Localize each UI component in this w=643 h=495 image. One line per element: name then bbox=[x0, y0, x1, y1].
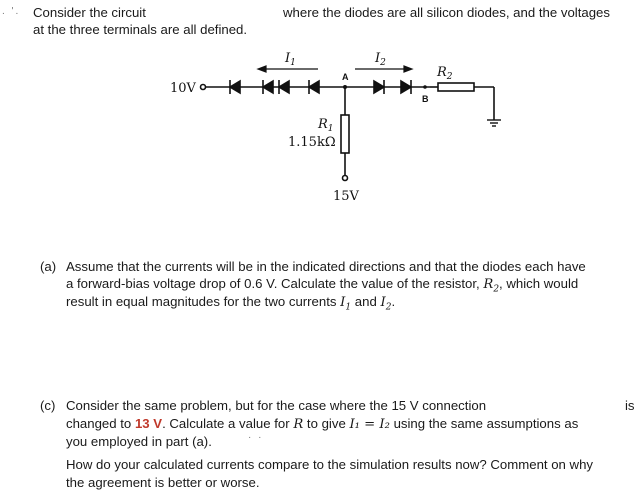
left-diode-string bbox=[228, 79, 320, 95]
resistor-r1 bbox=[340, 114, 350, 154]
diode-left-4 bbox=[307, 79, 320, 95]
current-i1-label: I1 bbox=[284, 51, 296, 68]
intro-line-1-right: where the diodes are all silicon diodes,… bbox=[283, 5, 610, 20]
part-a-line-1: Assume that the currents will be in the … bbox=[66, 259, 586, 274]
part-c-line-1: Consider the same problem, but for the c… bbox=[66, 398, 487, 413]
part-c-line-4: How do your calculated currents compare … bbox=[66, 457, 594, 472]
part-a-marker: (a) bbox=[40, 259, 57, 274]
var-r2: R2 bbox=[483, 277, 500, 295]
intro-line-1-left: Consider the circuit bbox=[33, 5, 146, 20]
var-i1: I1 bbox=[340, 295, 352, 313]
part-a-line-2: a forward-bias voltage drop of 0.6 V. Ca… bbox=[66, 276, 579, 295]
part-a-line-3: result in equal magnitudes for the two c… bbox=[66, 294, 396, 313]
diode-left-2 bbox=[261, 79, 274, 95]
stray-marks: . '. bbox=[2, 6, 21, 17]
node-b-label: B bbox=[422, 94, 429, 104]
part-c-line-2: changed to 13 V. Calculate a value for R… bbox=[66, 416, 579, 432]
source-voltage-label: 10V bbox=[170, 81, 197, 96]
bottom-voltage-label: 15V bbox=[333, 189, 360, 204]
resistor-r1-label: R1 bbox=[317, 117, 334, 134]
right-diode-string bbox=[373, 79, 413, 95]
node-a-label: A bbox=[342, 72, 349, 82]
highlighted-voltage: 13 V bbox=[134, 416, 163, 431]
source-terminal bbox=[199, 83, 207, 91]
intro-line-2: at the three terminals are all defined. bbox=[33, 22, 248, 37]
current-i2-label: I2 bbox=[374, 51, 386, 68]
part-c-marker: (c) bbox=[40, 398, 56, 413]
equation-i1-equals-i2: I₁ = I₂ bbox=[349, 417, 390, 432]
ground-icon bbox=[487, 119, 501, 127]
resistor-r1-value: 1.15kΩ bbox=[288, 135, 336, 150]
var-i2: I2 bbox=[380, 295, 392, 313]
diode-right-2 bbox=[400, 79, 413, 95]
diode-right-1 bbox=[373, 79, 386, 95]
circuit-diagram: 10V A B I1 I2 R1 1.15kΩ R2 15V bbox=[170, 51, 501, 204]
current-arrow-i2 bbox=[355, 65, 414, 73]
current-arrow-i1 bbox=[256, 65, 318, 73]
node-b-dot bbox=[423, 85, 427, 89]
bottom-terminal bbox=[341, 174, 349, 182]
resistor-r2 bbox=[437, 82, 475, 92]
var-r: R bbox=[293, 417, 304, 432]
part-c-line-3: you employed in part (a). bbox=[66, 434, 212, 449]
diode-left-3 bbox=[277, 79, 290, 95]
resistor-r2-label: R2 bbox=[436, 65, 453, 82]
diode-left-1 bbox=[228, 79, 241, 95]
part-c-line-1-end: is bbox=[625, 398, 635, 413]
node-a-dot bbox=[343, 85, 347, 89]
stray-marks-2: · · bbox=[248, 432, 264, 443]
part-c-line-5: the agreement is better or worse. bbox=[66, 475, 260, 490]
